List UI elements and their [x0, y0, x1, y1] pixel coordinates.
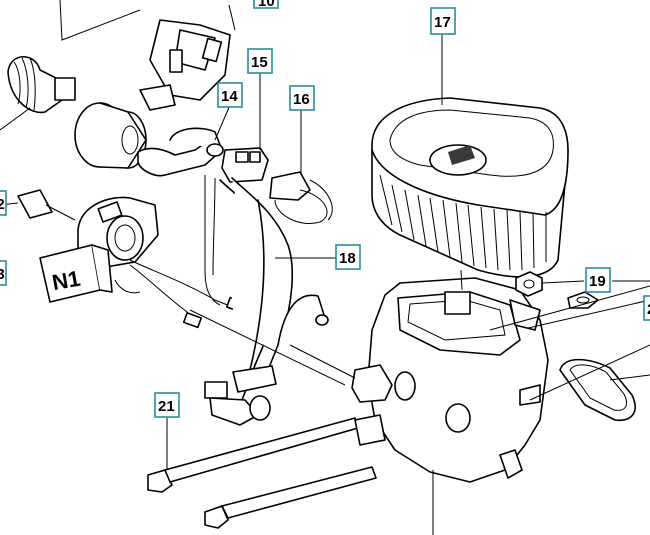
- wire-connector-part: [269, 171, 333, 224]
- hose-clamp-part: [204, 365, 277, 426]
- callout-13: 13: [0, 260, 7, 286]
- callout-label: 17: [434, 14, 451, 31]
- filter-pleats: [379, 174, 547, 271]
- intake-boot-part: [74, 102, 147, 169]
- vent-hose-part: [277, 294, 329, 346]
- fuel-hose-t-part: [137, 127, 224, 177]
- callout-label: 16: [293, 91, 310, 108]
- ignition-module-part: [139, 19, 231, 111]
- callout-label: 12: [0, 196, 5, 213]
- large-gasket-part: [559, 358, 636, 421]
- callout-label: 15: [251, 54, 268, 71]
- leader-lines: [166, 4, 650, 535]
- callout-label: 10: [258, 0, 275, 10]
- callout-label: 20: [647, 301, 650, 318]
- air-filter-part: [371, 97, 569, 278]
- coil-wires: [114, 259, 246, 329]
- n1-bracket-part: N1: [39, 244, 113, 303]
- callout-15: 15: [247, 48, 273, 74]
- callout-label: 14: [221, 88, 238, 105]
- molded-n1-text: N1: [50, 266, 82, 296]
- small-screw-part: [0, 189, 76, 221]
- callout-12: 12: [0, 190, 7, 216]
- callout-21: 21: [154, 392, 180, 418]
- primer-bulb-part: [0, 55, 76, 131]
- callout-label: 13: [0, 266, 5, 283]
- previous-part-outline: [59, 0, 141, 41]
- callout-label: 18: [339, 250, 356, 267]
- callout-18: 18: [335, 244, 361, 270]
- callout-19: 19: [585, 267, 611, 293]
- callout-14: 14: [217, 82, 243, 108]
- cable-bundle-part: [204, 175, 294, 401]
- callout-16: 16: [289, 85, 315, 111]
- long-bolt-lower-part: [204, 466, 377, 529]
- callout-label: 21: [158, 398, 175, 415]
- callout-label: 19: [589, 273, 606, 290]
- switch-connector-part: [221, 147, 269, 183]
- callout-17: 17: [430, 7, 456, 35]
- air-box-housing-part: [351, 277, 549, 483]
- hex-nut-part: [515, 271, 543, 297]
- callout-20: 20: [643, 295, 650, 321]
- small-gasket-part: [567, 291, 599, 309]
- callout-10: 10: [253, 0, 279, 10]
